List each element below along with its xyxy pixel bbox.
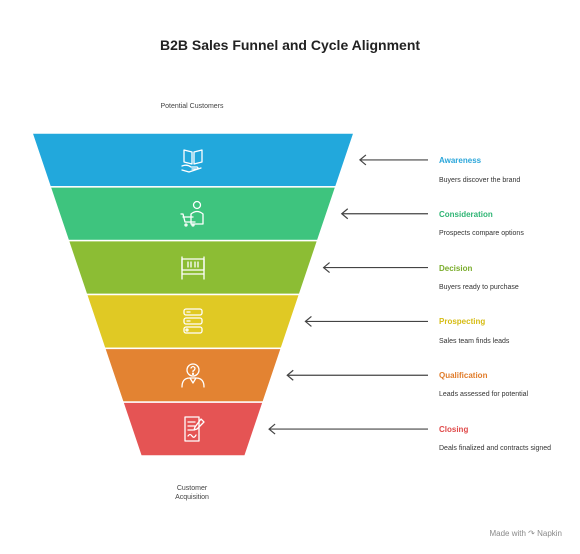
- shopper-basket-icon: [180, 200, 204, 227]
- stage-title-3: Prospecting: [439, 317, 486, 326]
- stage-desc-0: Buyers discover the brand: [439, 177, 521, 184]
- arrow-head-icon: [340, 208, 349, 220]
- funnel-layer-awareness: [30, 132, 356, 188]
- funnel-layer-decision: [67, 239, 319, 296]
- arrow-head-icon: [268, 423, 276, 435]
- stage-desc-2: Buyers ready to purchase: [439, 284, 519, 291]
- stage-title-1: Consideration: [439, 210, 493, 219]
- funnel-layer-consideration: [49, 186, 337, 242]
- napkin-logo-icon: ↷: [528, 529, 535, 538]
- made-with-text: Made with: [489, 529, 526, 538]
- stage-title-2: Decision: [439, 264, 473, 273]
- arrow-head-icon: [358, 154, 367, 166]
- stage-title-0: Awareness: [439, 156, 482, 165]
- funnel-bottom-label-text: Customer Acquisition: [175, 485, 209, 501]
- stage-desc-4: Leads assessed for potential: [439, 391, 529, 398]
- arrow-head-icon: [304, 315, 312, 327]
- signed-contract-icon: [184, 416, 205, 442]
- diagram-title: B2B Sales Funnel and Cycle Alignment: [159, 37, 421, 53]
- funnel-layer-prospecting: [85, 293, 301, 350]
- server-stack-icon: [183, 308, 203, 334]
- napkin-attribution[interactable]: Made with ↷ Napkin: [489, 529, 562, 538]
- funnel-top-label: Potential Customers: [160, 103, 224, 110]
- signboard-icon: [181, 256, 205, 280]
- stage-title-5: Closing: [439, 425, 469, 434]
- napkin-brand: Napkin: [537, 529, 562, 538]
- arrow-head-icon: [286, 369, 294, 381]
- arrow-head-icon: [322, 262, 330, 274]
- stage-desc-3: Sales team finds leads: [439, 338, 510, 345]
- funnel-bottom-label: Customer Acquisition: [142, 484, 242, 502]
- person-question-icon: [181, 363, 205, 388]
- stage-desc-1: Prospects compare options: [439, 230, 524, 237]
- funnel-layer-closing: [121, 401, 265, 457]
- book-hand-icon: [181, 149, 203, 173]
- stage-title-4: Qualification: [439, 371, 488, 380]
- stage-desc-5: Deals finalized and contracts signed: [439, 445, 552, 452]
- funnel-layer-qualification: [103, 347, 283, 403]
